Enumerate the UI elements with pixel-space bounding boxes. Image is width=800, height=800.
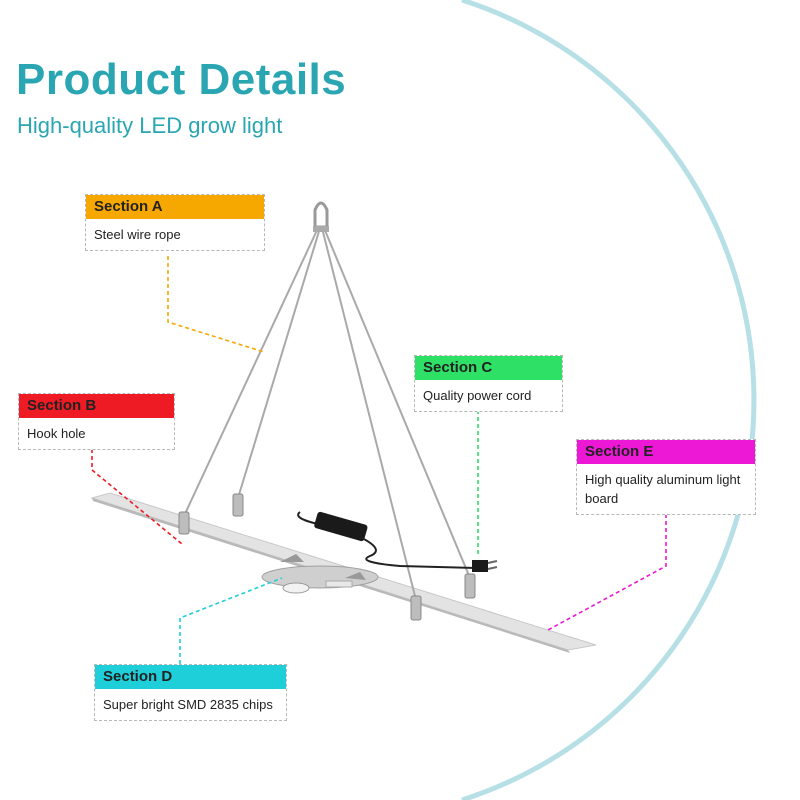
section-a-title: Section A bbox=[86, 195, 264, 219]
section-d-title: Section D bbox=[95, 665, 286, 689]
section-e-description: High quality aluminum light board bbox=[585, 472, 741, 506]
driver-pod bbox=[261, 554, 379, 594]
page-title: Product Details bbox=[16, 55, 347, 104]
power-cord bbox=[297, 511, 498, 572]
section-b-label: Section B Hook hole bbox=[18, 393, 175, 450]
leader-line-d bbox=[179, 577, 283, 664]
section-e-label: Section E High quality aluminum light bo… bbox=[576, 439, 756, 515]
section-d-description: Super bright SMD 2835 chips bbox=[103, 697, 273, 712]
section-a-description: Steel wire rope bbox=[94, 227, 181, 242]
section-d-label: Section D Super bright SMD 2835 chips bbox=[94, 664, 287, 721]
top-hook bbox=[313, 201, 329, 232]
section-c-label: Section C Quality power cord bbox=[414, 355, 563, 412]
section-e-title: Section E bbox=[577, 440, 755, 464]
leader-line-b bbox=[91, 442, 183, 545]
leader-line-e bbox=[547, 514, 667, 631]
steel-wire-rope bbox=[183, 227, 471, 601]
section-c-title: Section C bbox=[415, 356, 562, 380]
section-b-title: Section B bbox=[19, 394, 174, 418]
page-subtitle: High-quality LED grow light bbox=[17, 113, 283, 138]
wire-clips bbox=[178, 493, 476, 621]
leader-line-a bbox=[167, 256, 265, 353]
section-c-description: Quality power cord bbox=[423, 388, 532, 403]
section-b-description: Hook hole bbox=[27, 426, 86, 441]
decorative-arc bbox=[461, 0, 757, 800]
section-a-label: Section A Steel wire rope bbox=[85, 194, 265, 251]
